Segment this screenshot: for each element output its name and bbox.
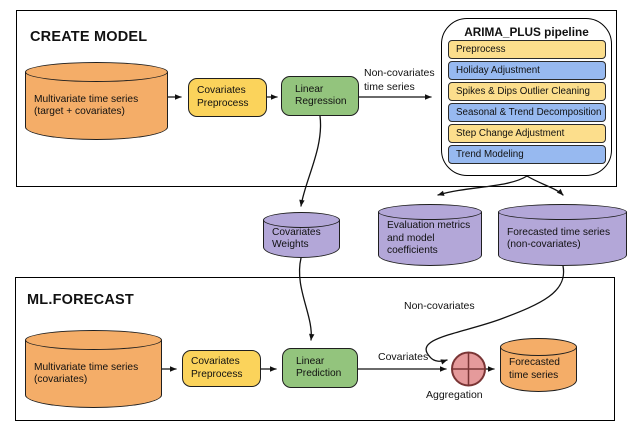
cylinder-body	[498, 212, 627, 266]
pipeline-step-holiday-adjustment: Holiday Adjustment	[448, 61, 606, 80]
linear-regression-box: Linear Regression	[281, 76, 359, 116]
aggregation-plus-icon	[452, 352, 485, 386]
forecasted-time-series-cylinder: Forecasted time series	[500, 338, 577, 392]
cylinder-cap	[25, 330, 162, 350]
forecasted-noncovariates-cylinder: Forecasted time series (non-covariates)	[498, 204, 627, 266]
ml-forecast-title: ML.FORECAST	[27, 292, 134, 308]
covariates-arrow-label: Covariates	[378, 351, 429, 363]
multivariate-covariates-cylinder: Multivariate time series (covariates)	[25, 330, 162, 408]
noncovariates-arrow-label: Non-covariates	[404, 300, 475, 312]
pipeline-step-step-change-adjustment: Step Change Adjustment	[448, 124, 606, 143]
cylinder-body	[25, 72, 168, 140]
cylinder-cap	[378, 204, 482, 220]
linear-prediction-label: Linear Prediction	[296, 355, 342, 380]
pipeline-step-trend-modeling: Trend Modeling	[448, 145, 606, 164]
arrow-forecast-to-aggregation	[425, 265, 565, 365]
multivariate-target-label: Multivariate time series (target + covar…	[34, 93, 139, 118]
covariates-weights-cylinder: Covariates Weights	[263, 212, 340, 258]
covariates-preprocess-box-bottom: Covariates Preprocess	[182, 350, 261, 387]
pipeline-step-preprocess: Preprocess	[448, 40, 606, 59]
covariates-preprocess-bottom-label: Covariates Preprocess	[191, 356, 243, 380]
arrow-pipeline-to-forecast	[526, 175, 564, 196]
aggregation-node	[451, 351, 486, 387]
arrow-weights-to-prediction	[298, 257, 315, 341]
forecasted-noncovariates-label: Forecasted time series (non-covariates)	[507, 226, 611, 251]
covariates-preprocess-box: Covariates Preprocess	[188, 78, 267, 117]
covariates-preprocess-label: Covariates Preprocess	[197, 85, 249, 109]
cylinder-body	[25, 340, 162, 408]
cylinder-body	[378, 212, 482, 266]
multivariate-target-cylinder: Multivariate time series (target + covar…	[25, 62, 168, 140]
arima-plus-pipeline-box: ARIMA_PLUS pipeline Preprocess Holiday A…	[441, 18, 612, 176]
cylinder-cap	[263, 212, 340, 228]
cylinder-cap	[500, 338, 577, 356]
create-model-title: CREATE MODEL	[30, 29, 148, 45]
forecasted-time-series-label: Forecasted time series	[509, 357, 560, 381]
cylinder-cap	[498, 204, 627, 220]
linear-regression-label: Linear Regression	[295, 83, 347, 108]
pipeline-step-seasonal-trend-decomposition: Seasonal & Trend Decomposition	[448, 103, 606, 122]
linear-prediction-box: Linear Prediction	[282, 348, 358, 388]
create-model-section	[16, 10, 617, 187]
pipeline-step-spikes-dips-outlier-cleaning: Spikes & Dips Outlier Cleaning	[448, 82, 606, 101]
evaluation-metrics-cylinder: Evaluation metrics and model coefficient…	[378, 204, 482, 266]
arrow-pipeline-to-evaluation	[437, 175, 528, 196]
multivariate-covariates-label: Multivariate time series (covariates)	[34, 361, 139, 386]
arima-plus-pipeline-title: ARIMA_PLUS pipeline	[464, 25, 589, 39]
noncovariates-time-series-arrow-label: Non-covariates time series	[364, 67, 435, 93]
cylinder-cap	[25, 62, 168, 82]
aggregation-label: Aggregation	[426, 389, 483, 401]
evaluation-metrics-label: Evaluation metrics and model coefficient…	[387, 220, 471, 257]
arrow-regression-to-weights	[299, 115, 322, 207]
ml-forecast-section	[15, 277, 615, 421]
covariates-weights-label: Covariates Weights	[272, 226, 321, 251]
